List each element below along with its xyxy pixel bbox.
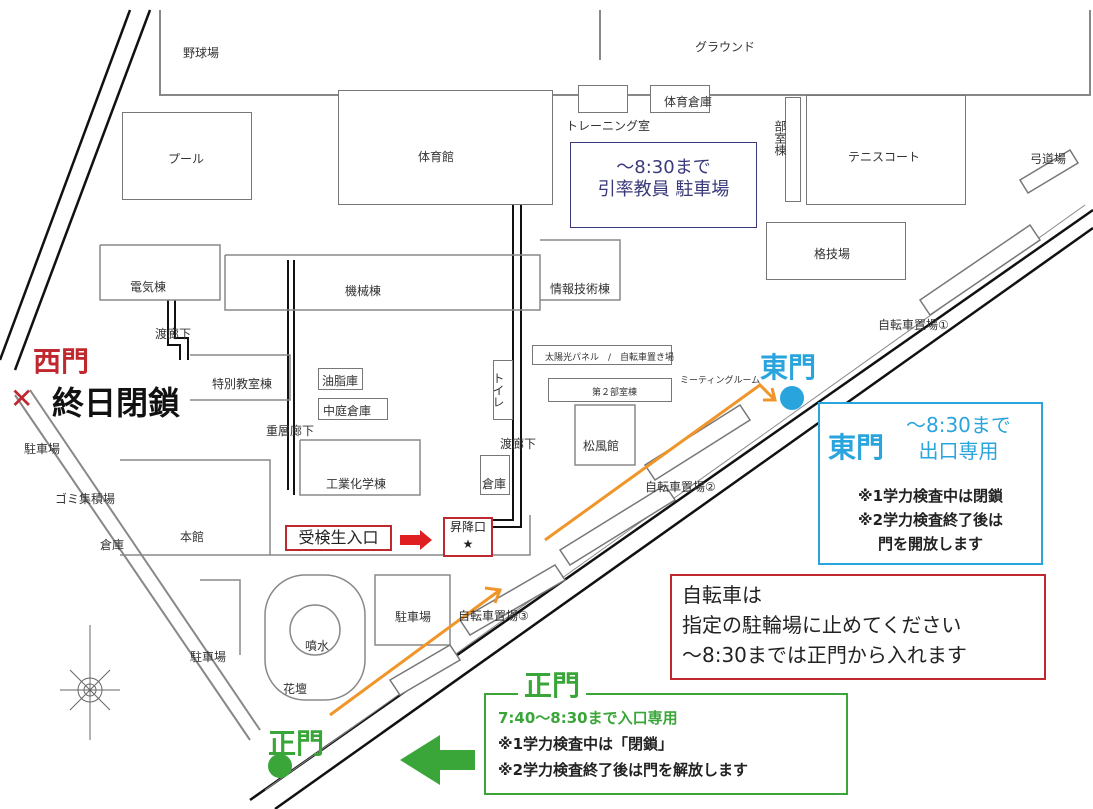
west-gate-status: 終日閉鎖: [52, 384, 181, 422]
label-watari1: 渡廊下: [155, 327, 192, 341]
label-watari2: 渡廊下: [500, 437, 537, 451]
star-icon: ★: [462, 537, 474, 551]
route-arrows: [329, 383, 777, 717]
main-gate-note2: ※2学力検査終了後は門を解放します: [498, 761, 749, 779]
bicycle-notice-box: 自転車は 指定の駐輪場に止めてください ～8:30までは正門から入れます: [670, 574, 1046, 680]
label-toilet: トイレ: [491, 372, 505, 408]
label-honkan: 本館: [180, 530, 205, 544]
label-ground: グラウンド: [695, 40, 756, 54]
east-gate-info-box: 東門 ～8:30まで 出口専用 ※1学力検査中は閉鎖 ※2学力検査終了後は 門を…: [818, 402, 1043, 565]
label-parking-w: 駐車場: [24, 442, 61, 456]
east-gate-marker: [780, 386, 804, 410]
label-joho: 情報技術棟: [550, 282, 611, 296]
label-souko2: 倉庫: [100, 538, 125, 552]
west-gate-title: 西門: [33, 345, 90, 378]
east-gate-usage: 出口専用: [918, 439, 999, 463]
label-pool: プール: [168, 152, 205, 166]
teacher-parking-time: ～8:30まで: [616, 157, 711, 178]
label-bike3: 自転車置場③: [458, 609, 529, 623]
label-souko1: 倉庫: [482, 477, 507, 491]
exam-entrance-label: 受検生入口: [285, 525, 392, 551]
label-baseball: 野球場: [183, 46, 220, 60]
label-bike2: 自転車置場②: [645, 480, 716, 494]
east-gate-note3: 門を開放します: [877, 535, 983, 553]
label-club: 部室棟: [773, 120, 787, 156]
main-gate-info-box: 7:40～8:30まで入口専用 ※1学力検査中は「閉鎖」 ※2学力検査終了後は門…: [484, 693, 848, 795]
bicycle-notice-line3: ～8:30までは正門から入れます: [682, 643, 967, 667]
label-solar: 太陽光パネル / 自転車置き場: [545, 353, 675, 363]
label-jusou: 重層廊下: [266, 424, 315, 438]
east-gate-time: ～8:30まで: [906, 413, 1011, 437]
label-parking-c: 駐車場: [395, 610, 432, 624]
label-kikai: 機械棟: [345, 284, 382, 298]
label-parking-s: 駐車場: [190, 650, 227, 664]
main-gate-arrow-icon: [400, 735, 475, 785]
entrance-arrow-icon: [400, 530, 432, 550]
label-meeting: ミーティングルーム: [680, 376, 761, 386]
label-archery: 弓道場: [1030, 152, 1067, 166]
label-gym: 体育館: [418, 150, 455, 164]
label-gym-storage: 体育倉庫: [664, 95, 713, 109]
label-nakaniwa: 中庭倉庫: [323, 404, 372, 418]
shoukou-label: 昇降口: [449, 520, 486, 534]
label-denki: 電気棟: [130, 280, 167, 294]
label-tokubetsu: 特別教室棟: [212, 377, 273, 391]
east-gate-note1: ※1学力検査中は閉鎖: [857, 487, 1004, 505]
label-kogyo: 工業化学棟: [326, 477, 387, 491]
bicycle-notice-line2: 指定の駐輪場に止めてください: [682, 613, 962, 637]
teacher-parking-box: ～8:30まで 引率教員 駐車場: [570, 142, 757, 228]
label-training: トレーニング室: [566, 119, 651, 133]
main-gate-note1: ※1学力検査中は「閉鎖」: [498, 735, 674, 753]
label-tennis: テニスコート: [848, 150, 921, 164]
label-bike1: 自転車置場①: [878, 318, 949, 332]
label-shofu: 松風館: [583, 439, 620, 453]
shoukou-entrance: 昇降口 ★: [443, 517, 493, 557]
main-gate-marker: [268, 754, 292, 778]
label-flowerbed: 花壇: [283, 682, 308, 696]
label-yushi: 油脂庫: [322, 374, 359, 388]
label-club2: 第２部室棟: [592, 388, 638, 398]
east-gate-note2: ※2学力検査終了後は: [857, 511, 1004, 529]
label-fountain: 噴水: [305, 639, 330, 653]
label-gomi: ゴミ集積場: [55, 492, 116, 506]
main-gate-time: 7:40～8:30まで入口専用: [498, 709, 678, 727]
east-gate-title: 東門: [760, 351, 817, 384]
teacher-parking-label: 引率教員 駐車場: [597, 179, 730, 200]
label-martial: 格技場: [814, 247, 851, 261]
compass-icon: [60, 625, 120, 740]
west-gate-closed-icon: ✕: [10, 382, 34, 415]
main-gate-box-title: 正門: [518, 664, 587, 704]
main-gate-title: 正門: [268, 727, 325, 760]
bicycle-notice-line1: 自転車は: [682, 583, 762, 607]
east-gate-box-title: 東門: [828, 431, 885, 464]
